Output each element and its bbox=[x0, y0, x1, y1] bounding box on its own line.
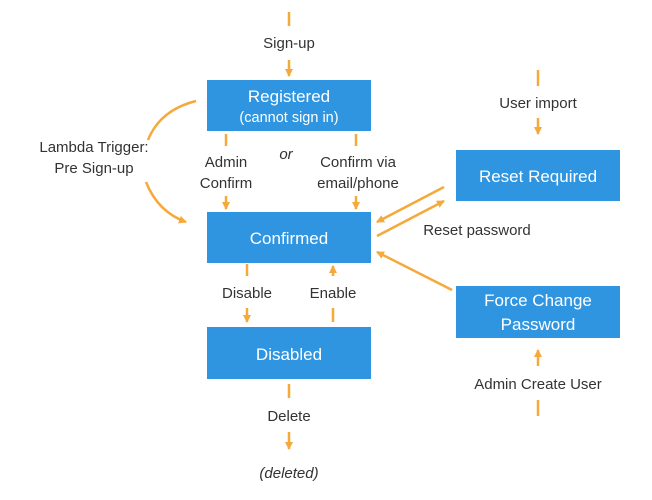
lambda-arc-bottom bbox=[144, 181, 187, 224]
state-confirmed: Confirmed bbox=[207, 212, 371, 263]
label-enable: Enable bbox=[310, 285, 357, 302]
label-admin-create-user: Admin Create User bbox=[474, 376, 602, 393]
state-force-change-title-line1: Force Change bbox=[484, 291, 592, 310]
state-reset-required-title: Reset Required bbox=[479, 167, 597, 186]
label-admin-confirm-line1: Admin bbox=[205, 154, 248, 171]
label-confirm-via-line1: Confirm via bbox=[320, 154, 397, 171]
state-registered-title: Registered bbox=[248, 87, 330, 106]
state-registered-subtitle: (cannot sign in) bbox=[239, 110, 338, 126]
state-force-change-title-line2: Password bbox=[501, 315, 576, 334]
state-disabled-title: Disabled bbox=[256, 345, 322, 364]
state-disabled: Disabled bbox=[207, 327, 371, 379]
label-user-import: User import bbox=[499, 95, 577, 112]
label-signup: Sign-up bbox=[263, 35, 315, 52]
label-reset-password: Reset password bbox=[423, 222, 531, 239]
label-lambda-line1: Lambda Trigger: bbox=[39, 139, 148, 156]
confirmed-to-reset-arrow bbox=[376, 199, 445, 238]
label-admin-confirm-line2: Confirm bbox=[200, 175, 253, 192]
lambda-arc-top bbox=[146, 99, 197, 141]
state-registered: Registered (cannot sign in) bbox=[207, 80, 371, 131]
label-lambda-line2: Pre Sign-up bbox=[54, 160, 133, 177]
label-disable: Disable bbox=[222, 285, 272, 302]
label-confirm-via-line2: email/phone bbox=[317, 175, 399, 192]
reset-to-confirmed-arrow bbox=[376, 185, 445, 224]
force-change-to-confirmed-arrow bbox=[376, 250, 453, 292]
state-force-change-password: Force Change Password bbox=[456, 286, 620, 338]
label-deleted: (deleted) bbox=[259, 465, 318, 482]
state-confirmed-title: Confirmed bbox=[250, 229, 328, 248]
label-delete: Delete bbox=[267, 408, 310, 425]
label-or: or bbox=[279, 146, 293, 163]
state-reset-required: Reset Required bbox=[456, 150, 620, 201]
